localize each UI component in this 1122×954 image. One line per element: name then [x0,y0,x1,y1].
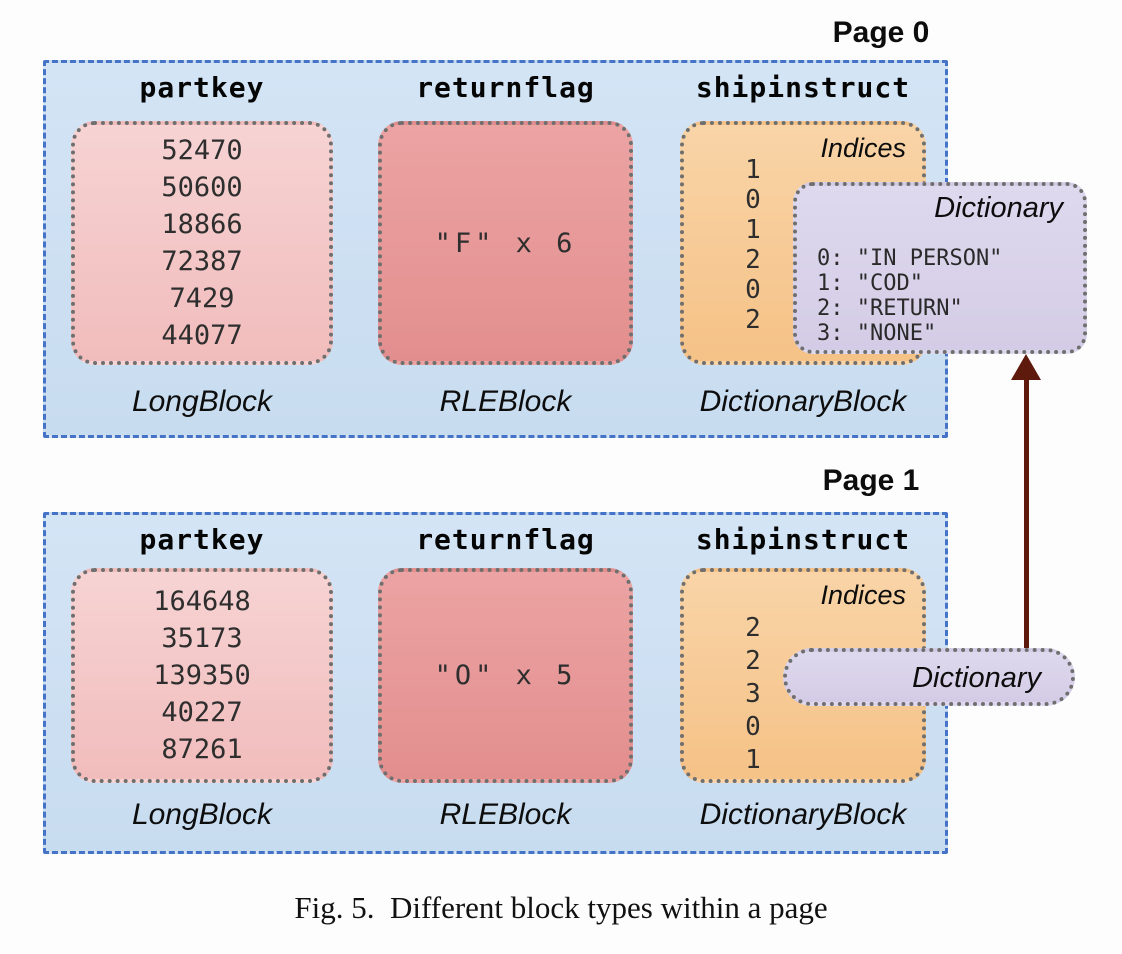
page0-title: Page 0 [832,16,930,49]
page0-returnflag-header: returnflag [416,71,595,104]
page0-rle-value: "F" x 6 [434,227,577,259]
index-value: 2 [745,646,761,676]
index-value: 1 [745,745,761,775]
page1-rle-block-label: RLEBlock [439,798,572,831]
page1-shipinstruct-header: shipinstruct [695,523,911,556]
dictionary-arrow-head-icon [1011,354,1041,380]
page0-dictionary-title: Dictionary [934,192,1063,224]
index-value: 2 [745,613,761,643]
dictionary-arrow-line [1024,376,1029,650]
page1-dictionary: Dictionary [783,648,1075,706]
partkey-value: 139350 [153,660,251,691]
page1-rle-block: "O" x 5 [378,568,633,783]
partkey-value: 44077 [161,320,243,351]
page1-returnflag-header: returnflag [416,523,595,556]
page0-shipinstruct-header: shipinstruct [695,71,911,104]
page0-dictionary: Dictionary 0: "IN PERSON"1: "COD"2: "RET… [793,182,1087,354]
dictionary-entry: 1: "COD" [817,271,923,296]
page1-indices-title: Indices [820,580,906,610]
partkey-value: 50600 [161,172,243,203]
index-value: 3 [745,679,761,709]
page0-partkey-values: 52470 50600 18866 72387 7429 44077 [161,132,242,354]
page1-partkey-header: partkey [139,523,265,556]
index-value: 2 [745,245,761,275]
page1-partkey-values: 164648 35173 139350 40227 87261 [153,583,251,768]
page0-dictionary-entries: 0: "IN PERSON"1: "COD"2: "RETURN"3: "NON… [817,246,1002,346]
index-value: 1 [745,155,761,185]
page0-long-block: 52470 50600 18866 72387 7429 44077 [71,121,333,365]
page1-dictionary-block-label: DictionaryBlock [699,798,907,831]
index-value: 0 [745,712,761,742]
page1-long-block: 164648 35173 139350 40227 87261 [71,568,333,783]
partkey-value: 72387 [161,246,243,277]
partkey-value: 7429 [169,283,235,314]
partkey-value: 52470 [161,135,243,166]
page0-rle-block-label: RLEBlock [439,385,572,418]
figure-caption: Fig. 5. Different block types within a p… [294,890,828,925]
index-value: 0 [745,275,761,305]
dictionary-entry: 2: "RETURN" [817,296,963,321]
page0-partkey-header: partkey [139,71,265,104]
partkey-value: 40227 [161,697,243,728]
page0-box: partkey returnflag shipinstruct 52470 506… [43,60,948,438]
page0-rle-block: "F" x 6 [378,121,633,365]
page1-long-block-label: LongBlock [131,798,273,831]
partkey-value: 87261 [161,734,243,765]
page1-dictionary-title: Dictionary [912,662,1041,694]
page0-dictionary-block-label: DictionaryBlock [699,385,907,418]
page1-title: Page 1 [822,464,920,497]
index-value: 0 [745,185,761,215]
dictionary-entry: 0: "IN PERSON" [817,246,1003,271]
partkey-value: 18866 [161,209,243,240]
page1-rle-value: "O" x 5 [434,660,577,691]
index-value: 1 [745,215,761,245]
index-value: 2 [745,305,761,335]
dictionary-entry: 3: "NONE" [817,321,937,346]
page0-indices-title: Indices [820,133,906,163]
page0-long-block-label: LongBlock [131,385,273,418]
partkey-value: 35173 [161,623,243,654]
partkey-value: 164648 [153,586,251,617]
